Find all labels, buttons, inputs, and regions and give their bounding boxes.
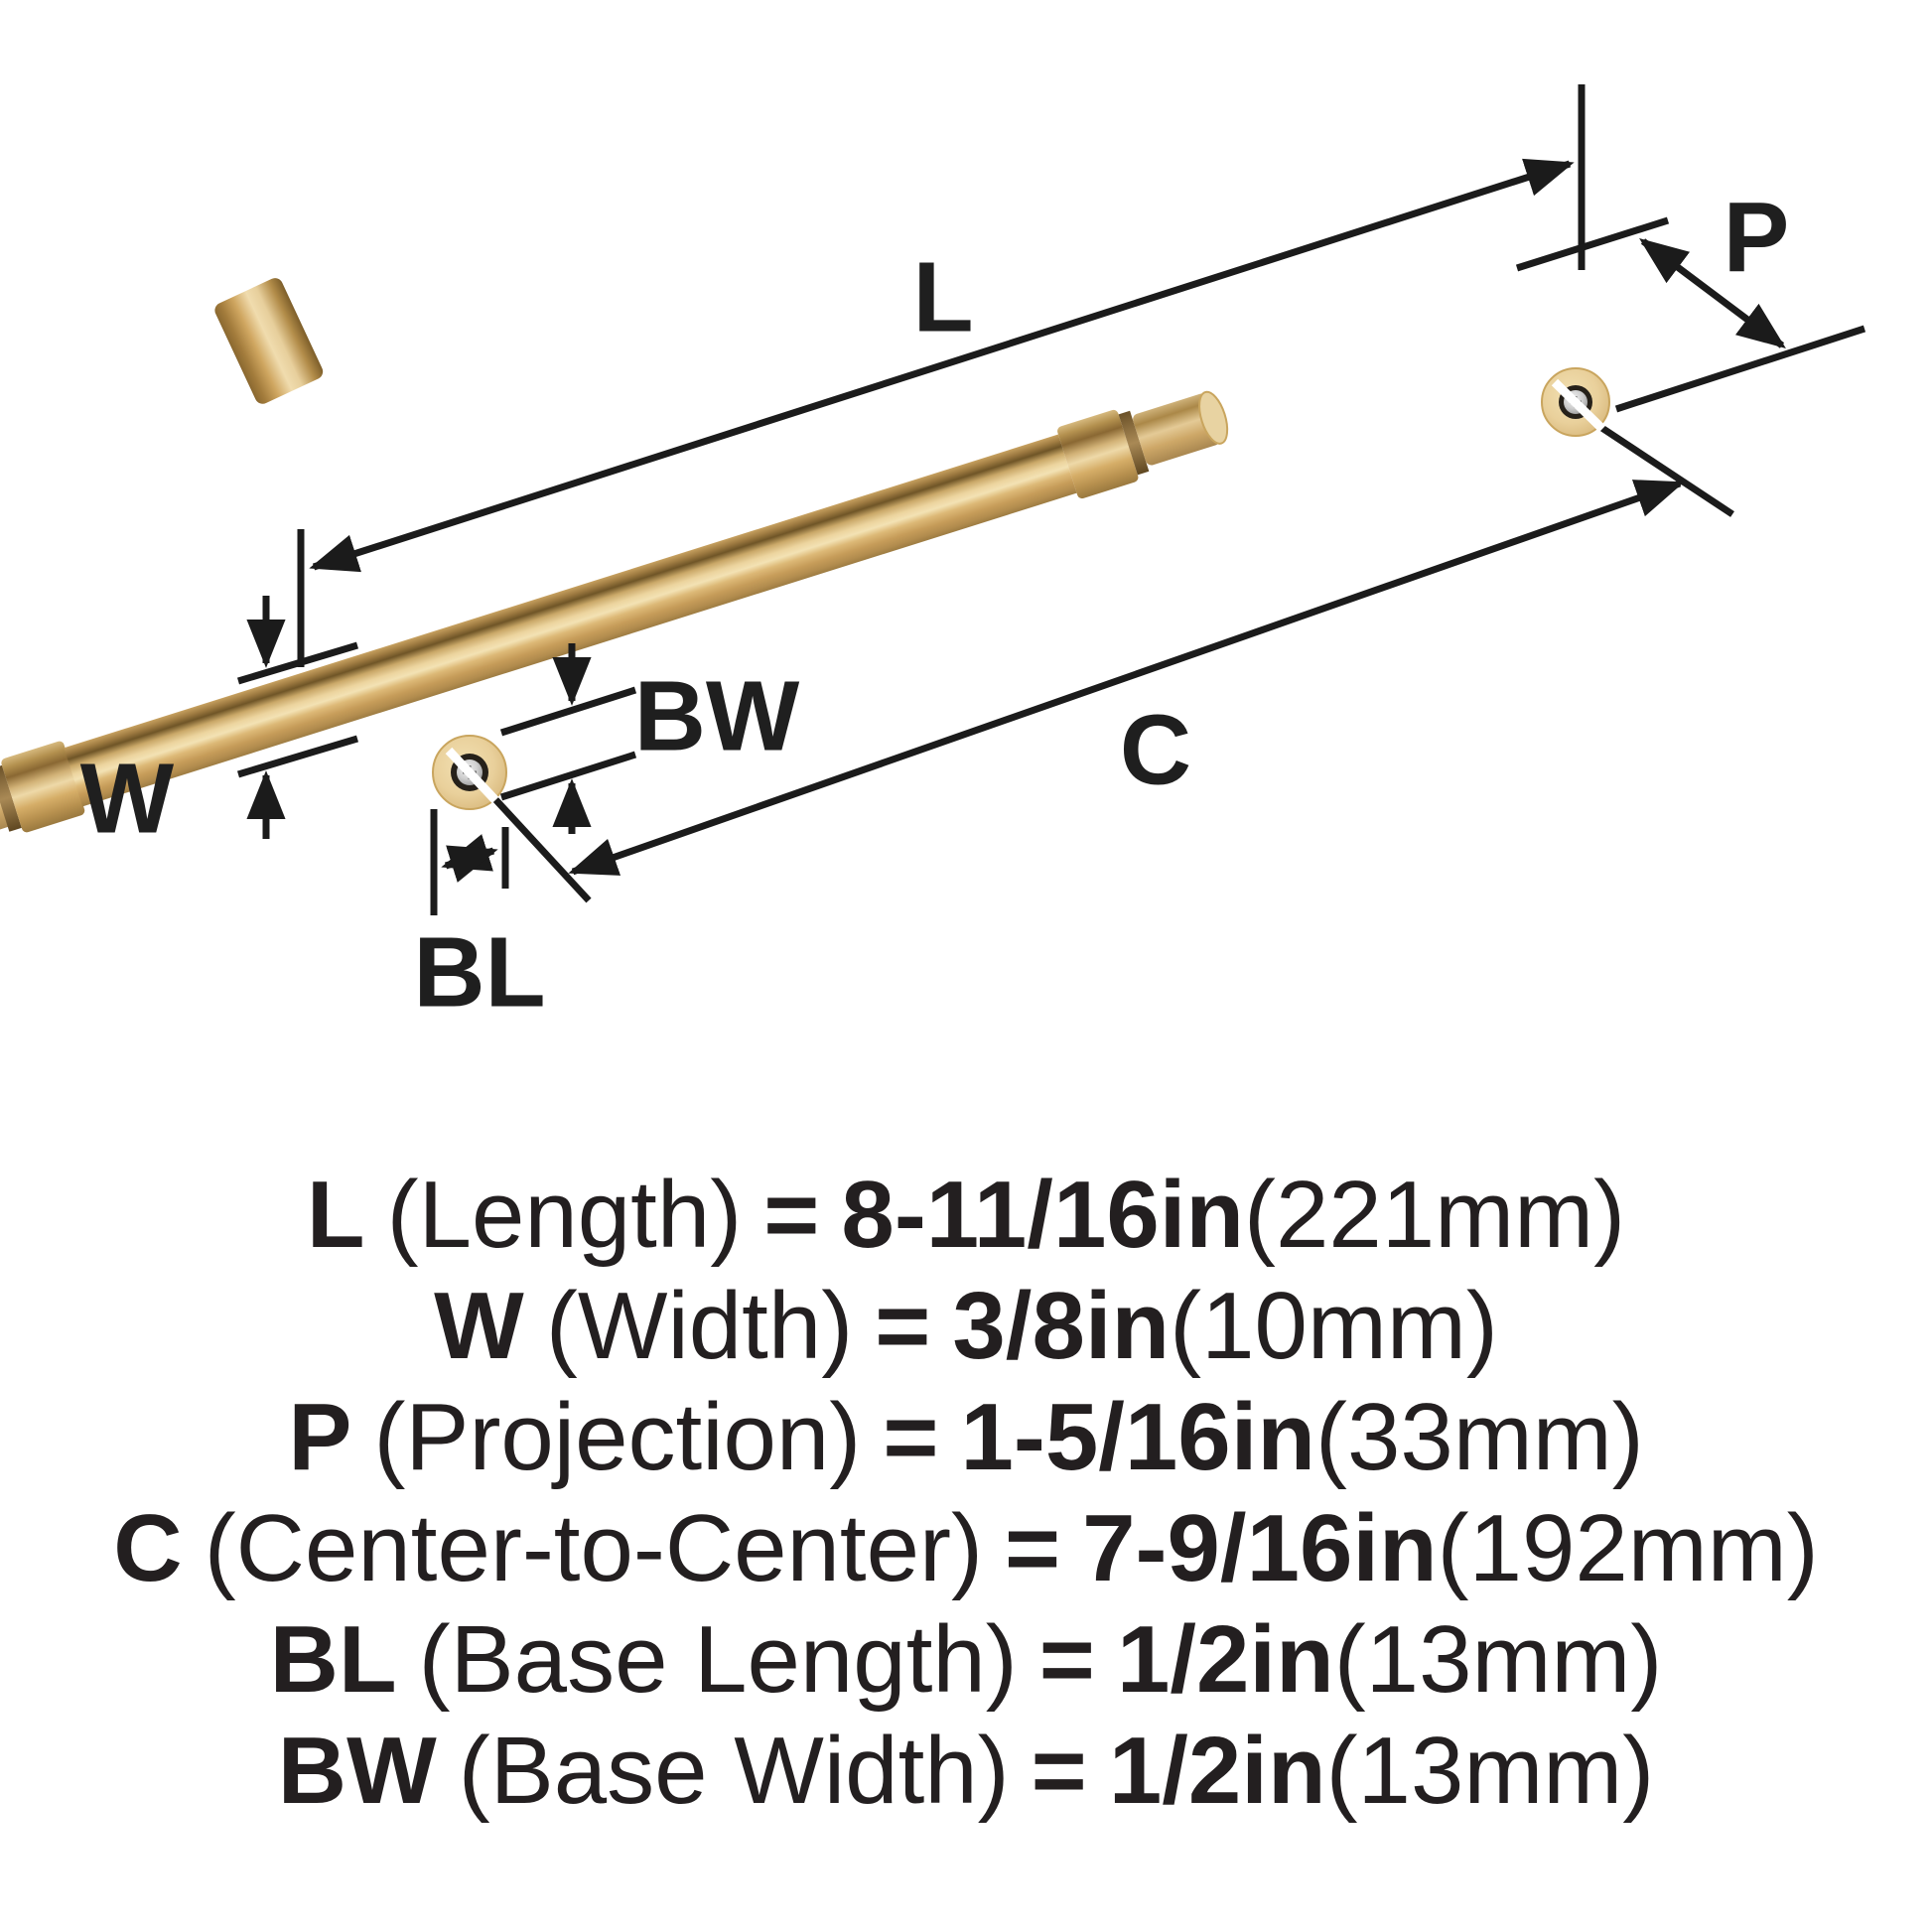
spec-metric: (13mm)	[1333, 1606, 1663, 1713]
c-slash-over-left-screw	[445, 747, 499, 804]
spec-imperial: 1-5/16in	[960, 1384, 1315, 1490]
dim-label-width: W	[79, 743, 175, 855]
c-extension-slash-right	[1598, 424, 1734, 517]
spec-imperial: 1/2in	[1108, 1718, 1326, 1824]
spec-equals: =	[763, 1162, 820, 1268]
spec-symbol: W	[434, 1273, 524, 1379]
p-dimension-arrow	[1639, 238, 1786, 348]
spec-name: (Center-to-Center)	[204, 1495, 983, 1601]
spec-line-projection: P(Projection)=1-5/16in(33mm)	[0, 1382, 1932, 1493]
spec-line-base-width: BW(Base Width)=1/2in(13mm)	[0, 1716, 1932, 1827]
dim-label-projection: P	[1723, 182, 1790, 294]
left-ring	[0, 764, 22, 832]
spec-equals: =	[1038, 1606, 1095, 1713]
spec-equals: =	[1031, 1718, 1087, 1824]
spec-equals: =	[875, 1273, 931, 1379]
spec-imperial: 3/8in	[952, 1273, 1171, 1379]
dimension-lines	[236, 84, 1866, 915]
p-extension-line-bottom	[1614, 325, 1866, 413]
spec-imperial: 7-9/16in	[1082, 1495, 1438, 1601]
spec-symbol: C	[113, 1495, 183, 1601]
left-collar	[1, 741, 85, 833]
w-extension-slash-top	[236, 641, 359, 685]
p-extension-line-top	[1515, 216, 1670, 272]
spec-line-width: W(Width)=3/8in(10mm)	[0, 1271, 1932, 1382]
spec-equals: =	[883, 1384, 939, 1490]
spec-line-base-length: BL(Base Length)=1/2in(13mm)	[0, 1604, 1932, 1716]
spec-metric: (13mm)	[1325, 1718, 1655, 1824]
c-slash-over-right-screw	[1551, 378, 1606, 433]
dim-label-base-length: BL	[413, 916, 546, 1029]
c-dimension-line	[568, 480, 1685, 876]
w-extension-slash-bottom	[236, 735, 359, 778]
spec-symbol: BL	[269, 1606, 397, 1713]
spec-line-length: L(Length)=8-11/16in(221mm)	[0, 1160, 1932, 1271]
bl-dimension-arrow	[441, 834, 498, 883]
spec-imperial: 8-11/16in	[841, 1162, 1245, 1268]
spec-metric: (33mm)	[1315, 1384, 1644, 1490]
spec-metric: (221mm)	[1244, 1162, 1626, 1268]
spec-symbol: L	[306, 1162, 365, 1268]
dim-label-length: L	[912, 241, 974, 353]
spec-name: (Length)	[386, 1162, 743, 1268]
spec-imperial: 1/2in	[1116, 1606, 1334, 1713]
spec-name: (Base Width)	[458, 1718, 1010, 1824]
dim-label-center-to-center: C	[1119, 694, 1192, 806]
spec-metric: (192mm)	[1437, 1495, 1819, 1601]
spec-name: (Width)	[545, 1273, 854, 1379]
spec-equals: =	[1005, 1495, 1061, 1601]
c-extension-slash-left	[490, 794, 592, 903]
left-mounting-post	[214, 278, 324, 404]
spec-symbol: BW	[277, 1718, 437, 1824]
spec-symbol: P	[288, 1384, 352, 1490]
dim-label-base-width: BW	[633, 660, 800, 772]
dimension-spec-list: L(Length)=8-11/16in(221mm) W(Width)=3/8i…	[0, 1160, 1932, 1827]
l-dimension-line	[309, 158, 1575, 573]
spec-name: (Base Length)	[418, 1606, 1018, 1713]
spec-metric: (10mm)	[1170, 1273, 1498, 1379]
spec-line-center-to-center: C(Center-to-Center)=7-9/16in(192mm)	[0, 1493, 1932, 1604]
spec-name: (Projection)	[373, 1384, 862, 1490]
handle-body	[0, 390, 1229, 849]
